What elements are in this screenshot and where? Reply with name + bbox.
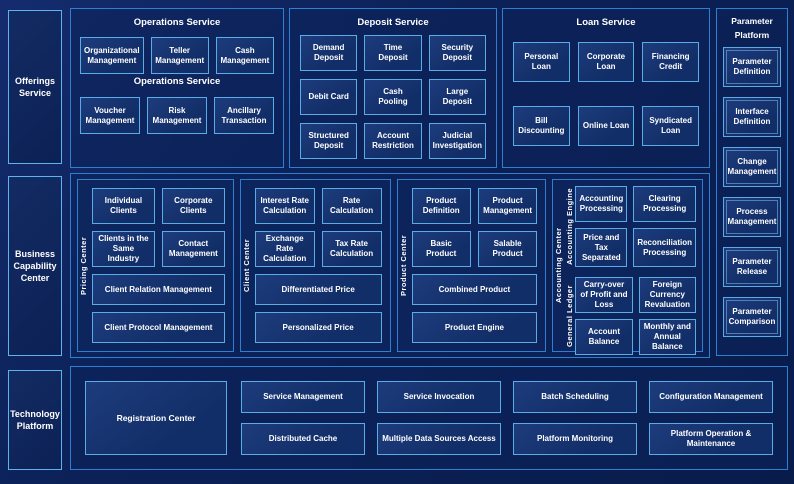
box-online-loan: Online Loan: [577, 106, 635, 146]
box-teller-management: Teller Management: [150, 37, 209, 74]
box-tax-rate-calculation: Tax Rate Calculation: [321, 231, 382, 267]
panel-loan-service: Loan Service Personal Loan Corporate Loa…: [502, 8, 710, 168]
pricing-center-vlabel: Pricing Center: [79, 236, 88, 295]
box-corporate-loan: Corporate Loan: [577, 42, 635, 82]
box-time-deposit: Time Deposit: [364, 35, 422, 71]
deposit-grid: Demand Deposit Time Deposit Security Dep…: [290, 28, 496, 159]
box-bill-discounting: Bill Discounting: [513, 106, 570, 146]
parameter-platform-title-line2: Platform: [734, 29, 770, 40]
box-ancillary-transaction: Ancillary Transaction: [214, 97, 274, 134]
box-structured-deposit: Structured Deposit: [300, 123, 358, 159]
box-distributed-cache: Distributed Cache: [241, 423, 365, 455]
box-client-protocol-management: Client Protocol Management: [92, 312, 225, 343]
box-differentiated-price: Differentiated Price: [254, 274, 382, 305]
box-combined-product: Combined Product: [411, 274, 538, 305]
client-center-vlabel: Client Center: [241, 238, 251, 293]
box-voucher-management: Voucher Management: [80, 97, 140, 134]
box-product-management: Product Management: [477, 188, 538, 224]
box-interest-rate-calculation: Interest Rate Calculation: [254, 188, 315, 224]
box-service-invocation: Service Invocation: [377, 381, 501, 413]
operations-row1: Organizational Management Teller Managem…: [71, 28, 283, 74]
box-demand-deposit: Demand Deposit: [300, 35, 358, 71]
group-general-ledger: General Ledger Carry-over of Profit and …: [564, 276, 696, 355]
box-change-management: Change Management: [723, 147, 781, 188]
box-personal-loan: Personal Loan: [513, 42, 570, 82]
box-account-restriction: Account Restriction: [364, 123, 422, 159]
box-interface-definition: Interface Definition: [723, 97, 781, 138]
box-product-definition: Product Definition: [411, 188, 471, 224]
box-cash-management: Cash Management: [215, 37, 274, 74]
panel-deposit-service: Deposit Service Demand Deposit Time Depo…: [289, 8, 497, 168]
subpanel-accounting-center: Accounting Center Accounting Engine Acco…: [552, 179, 703, 355]
box-large-deposit: Large Deposit: [428, 79, 486, 115]
box-monthly-annual-balance: Monthly and Annual Balance: [638, 318, 696, 355]
panel-technology-platform: Registration Center Service Management S…: [70, 366, 788, 470]
box-client-relation-management: Client Relation Management: [92, 274, 225, 305]
box-reconciliation-processing: Reconciliation Processing: [633, 228, 696, 267]
box-risk-management: Risk Management: [147, 97, 207, 134]
subpanel-client-center: Client Center Interest Rate Calculation …: [239, 179, 391, 352]
parameter-stack: Parameter Definition Interface Definitio…: [717, 42, 787, 338]
side-label-technology-platform: Technology Platform: [8, 370, 62, 470]
box-basic-product: Basic Product: [411, 231, 471, 267]
box-registration-center: Registration Center: [85, 381, 227, 455]
box-platform-operation-maintenance: Platform Operation & Maintenance: [649, 423, 773, 455]
side-label-business-capability-center: Business Capability Center: [8, 176, 62, 356]
parameter-platform-title: Parameter Platform: [717, 9, 787, 42]
panel-operations-service: Operations Service Organizational Manage…: [70, 8, 284, 168]
subpanel-pricing-center: Pricing Center Individual Clients Corpor…: [77, 179, 234, 352]
box-price-tax-separated: Price and Tax Separated: [575, 228, 628, 267]
panel-business-capability: Pricing Center Individual Clients Corpor…: [70, 173, 710, 358]
operations-service-mid-title: Operations Service: [133, 76, 221, 87]
box-batch-scheduling: Batch Scheduling: [513, 381, 637, 413]
box-service-management: Service Management: [241, 381, 365, 413]
loan-grid: Personal Loan Corporate Loan Financing C…: [503, 28, 709, 146]
box-foreign-currency-revaluation: Foreign Currency Revaluation: [638, 276, 696, 313]
operations-service-title: Operations Service: [133, 17, 221, 28]
box-product-engine: Product Engine: [411, 312, 538, 343]
box-process-management: Process Management: [723, 197, 781, 238]
box-clearing-processing: Clearing Processing: [633, 186, 696, 223]
box-security-deposit: Security Deposit: [428, 35, 486, 71]
box-corporate-clients: Corporate Clients: [161, 188, 225, 224]
box-financing-credit: Financing Credit: [642, 42, 699, 82]
box-judicial-investigation: Judicial Investigation: [428, 123, 486, 159]
box-personalized-price: Personalized Price: [254, 312, 382, 343]
box-parameter-comparison: Parameter Comparison: [723, 297, 781, 338]
panel-parameter-platform: Parameter Platform Parameter Definition …: [716, 8, 788, 356]
box-salable-product: Salable Product: [477, 231, 538, 267]
side-label-offerings-service: Offerings Service: [8, 10, 62, 164]
parameter-platform-title-line1: Parameter: [731, 16, 773, 26]
box-syndicated-loan: Syndicated Loan: [642, 106, 699, 146]
technology-grid: Service Management Service Invocation Ba…: [241, 381, 773, 455]
deposit-service-title: Deposit Service: [357, 17, 429, 28]
box-parameter-release: Parameter Release: [723, 247, 781, 288]
general-ledger-vlabel: General Ledger: [565, 284, 575, 347]
operations-row2: Voucher Management Risk Management Ancil…: [71, 87, 283, 134]
group-accounting-engine: Accounting Engine Accounting Processing …: [564, 186, 696, 267]
box-contact-management: Contact Management: [161, 231, 225, 267]
box-rate-calculation: Rate Calculation: [321, 188, 382, 224]
box-account-balance: Account Balance: [575, 318, 633, 355]
box-organizational-management: Organizational Management: [80, 37, 144, 74]
box-clients-same-industry: Clients in the Same Industry: [92, 231, 155, 267]
box-parameter-definition: Parameter Definition: [723, 47, 781, 88]
box-platform-monitoring: Platform Monitoring: [513, 423, 637, 455]
box-carry-over-profit-loss: Carry-over of Profit and Loss: [575, 276, 633, 313]
loan-service-title: Loan Service: [576, 17, 636, 28]
box-debit-card: Debit Card: [300, 79, 358, 115]
box-multiple-data-sources-access: Multiple Data Sources Access: [377, 423, 501, 455]
accounting-center-vlabel: Accounting Center: [554, 227, 564, 304]
box-exchange-rate-calculation: Exchange Rate Calculation: [254, 231, 315, 267]
box-individual-clients: Individual Clients: [92, 188, 155, 224]
subpanel-product-center: Product Center Product Definition Produc…: [396, 179, 547, 352]
accounting-engine-vlabel: Accounting Engine: [565, 188, 575, 265]
box-accounting-processing: Accounting Processing: [575, 186, 628, 223]
box-configuration-management: Configuration Management: [649, 381, 773, 413]
product-center-vlabel: Product Center: [398, 234, 408, 297]
box-cash-pooling: Cash Pooling: [364, 79, 422, 115]
